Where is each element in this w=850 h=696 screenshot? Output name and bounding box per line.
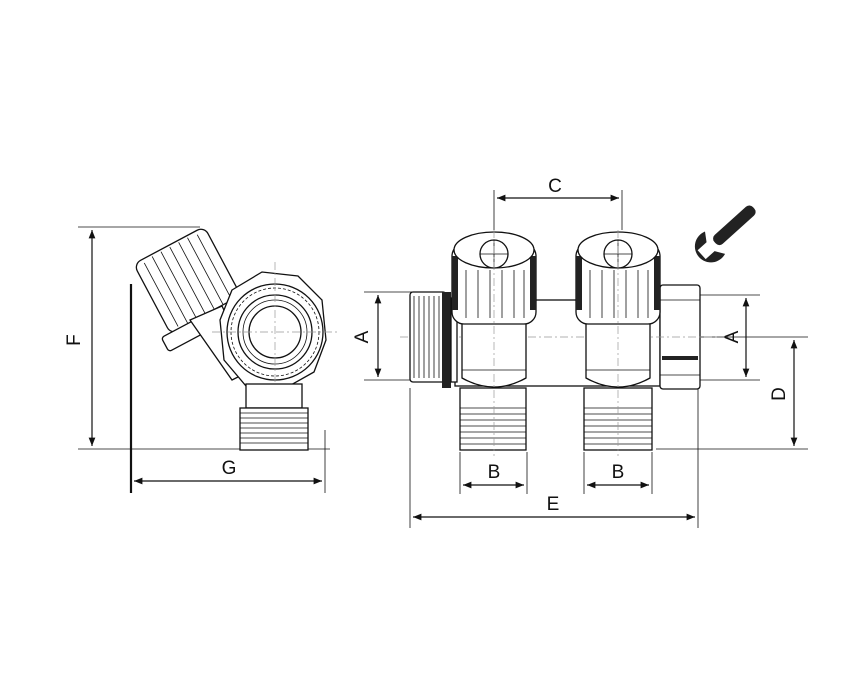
valve-body-side [219,271,327,391]
threaded-outlet-side [239,383,309,451]
threaded-inlet-left [409,291,458,388]
dimension-label-d: D [769,387,790,401]
dimension-label-f: F [64,334,85,346]
dimension-label-g: G [222,458,237,479]
front-view [364,190,808,528]
valve-left [451,230,537,456]
wrench-icon [694,205,756,263]
dimension-label-e: E [547,494,560,515]
dimension-label-b-left: B [488,462,501,483]
dimension-label-a-left: A [352,330,373,343]
dimension-label-c: C [548,176,562,197]
dimension-label-a-right: A [722,330,743,343]
dimension-label-b-right: B [612,462,625,483]
side-view [78,226,338,493]
valve-right [575,230,661,456]
